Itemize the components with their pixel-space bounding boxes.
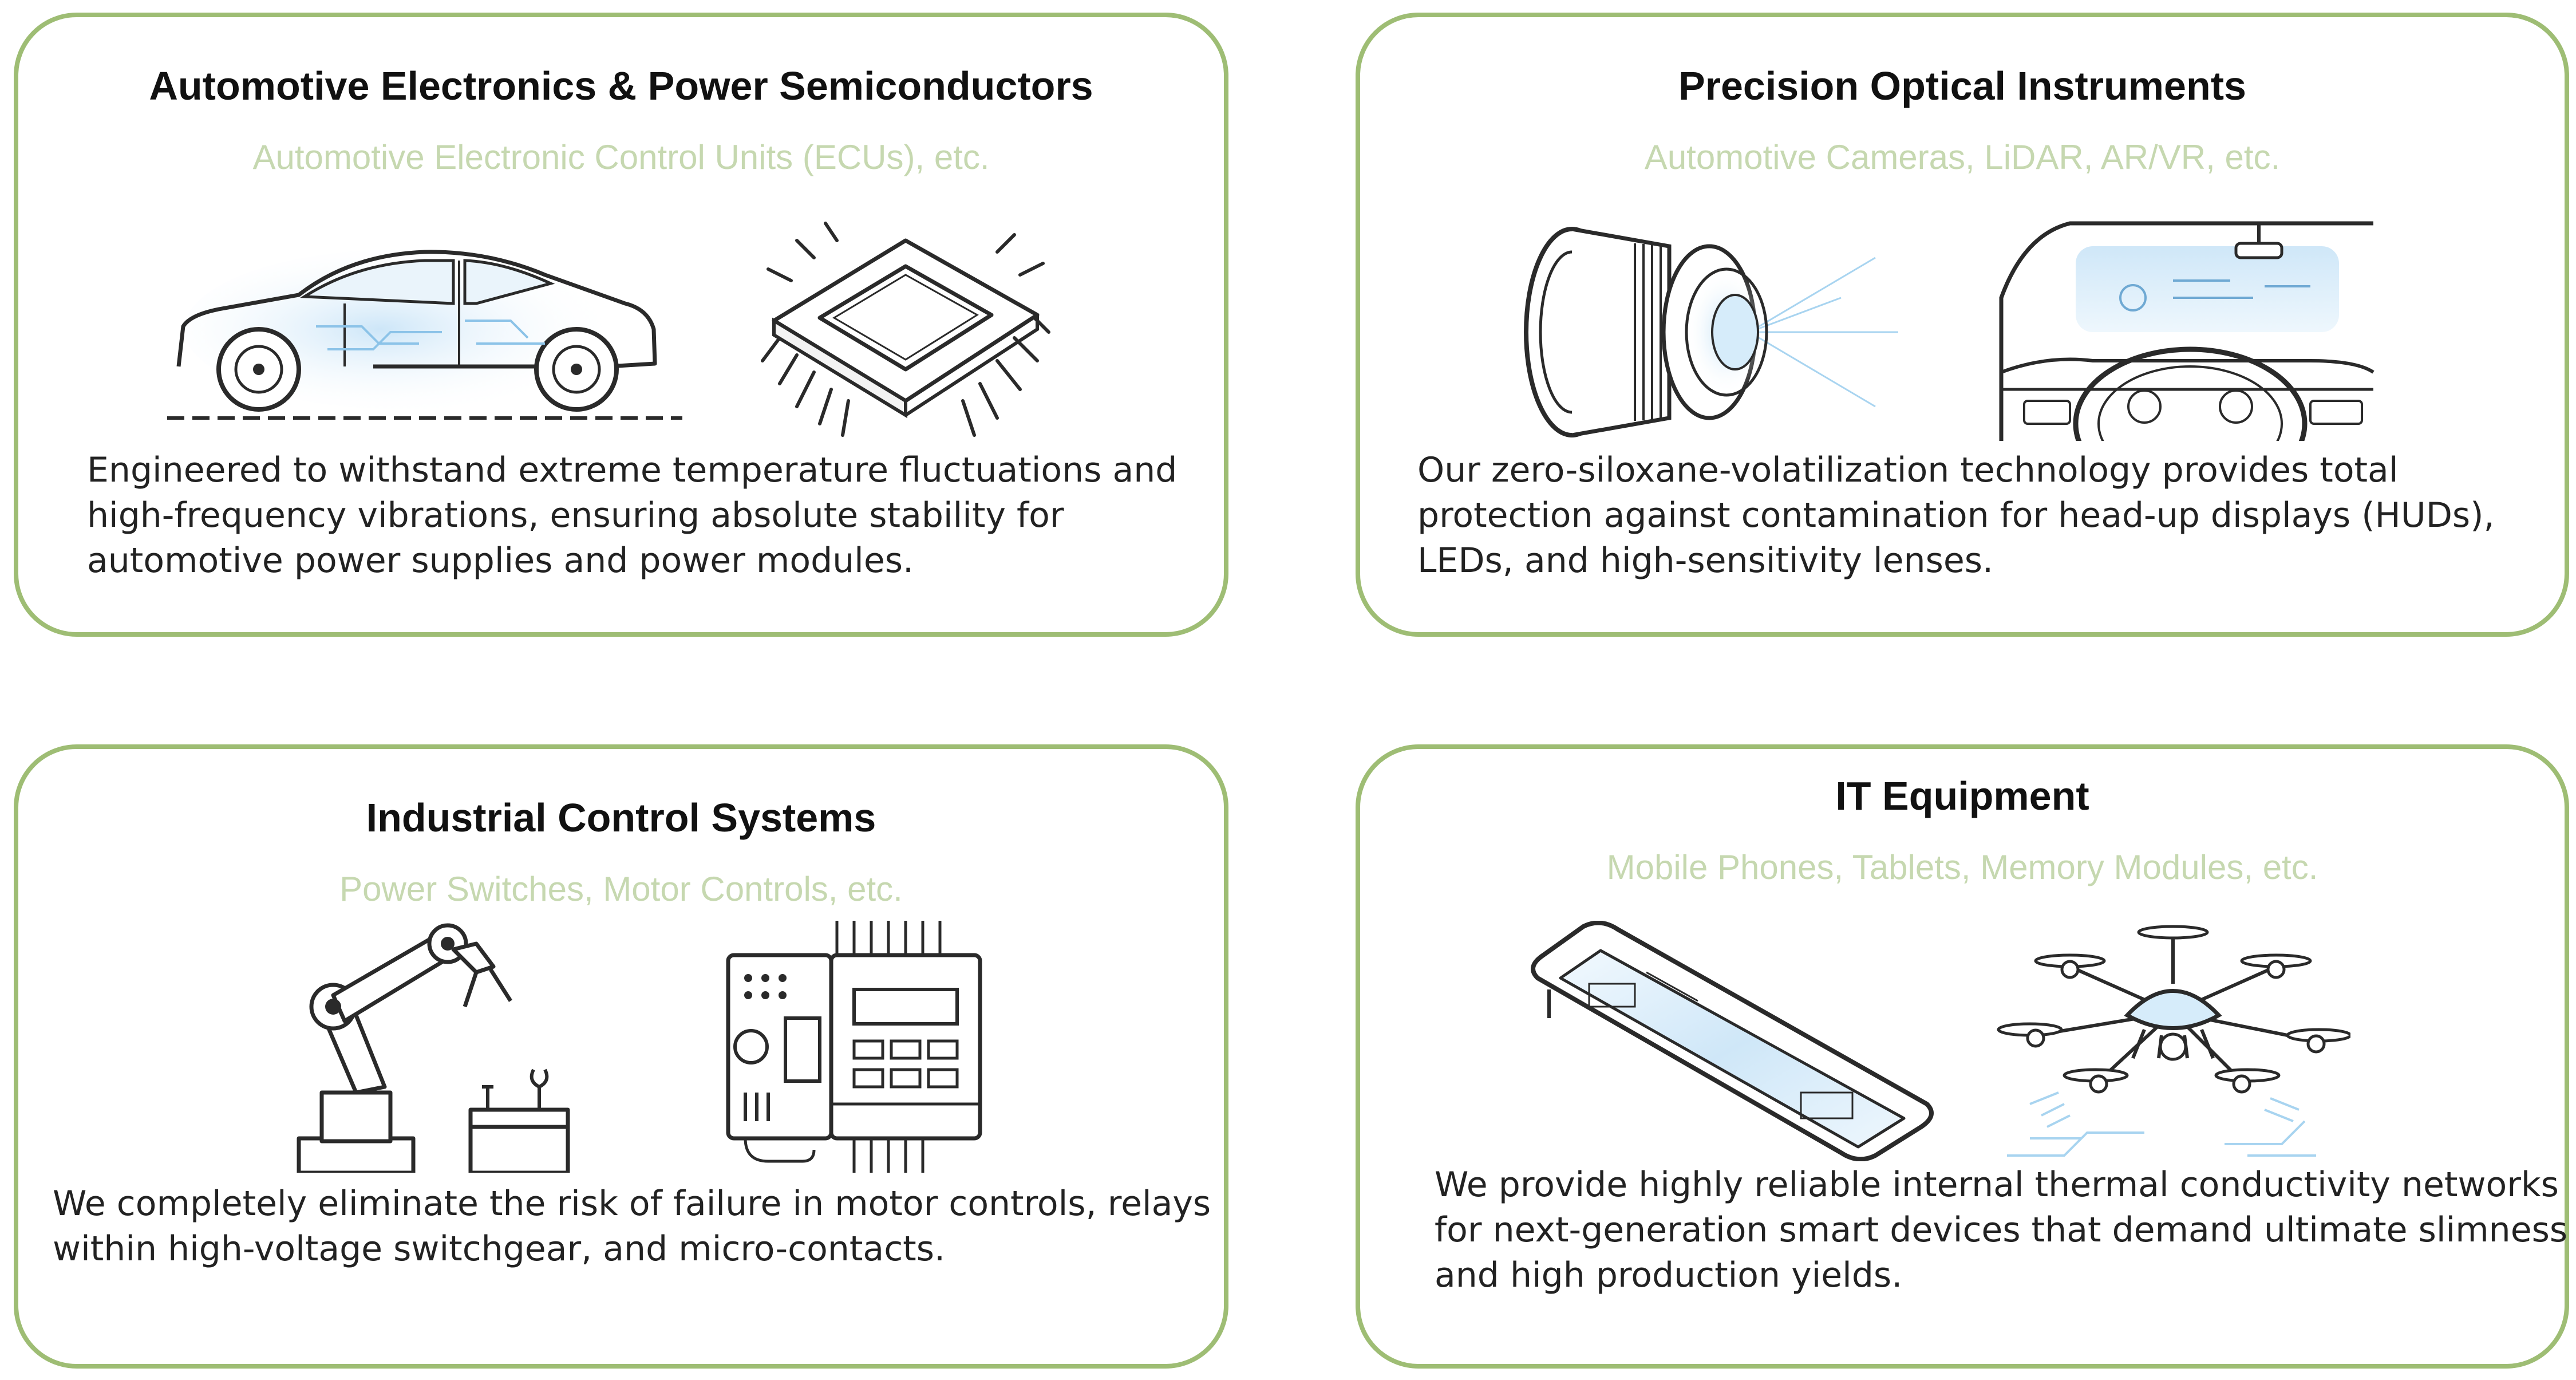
card-description: Our zero-siloxane-volatilization technol… <box>1417 448 2495 583</box>
control-panel-icon <box>717 921 991 1173</box>
card-title: Automotive Electronics & Power Semicondu… <box>149 64 1093 108</box>
description-line: and high production yields. <box>1435 1255 1903 1295</box>
description-line: for next-generation smart devices that d… <box>1435 1210 2568 1250</box>
card-automotive-electronics: Automotive Electronics & Power Semicondu… <box>14 13 1228 637</box>
camera-lens-icon <box>1520 223 1921 441</box>
card-title: Industrial Control Systems <box>366 795 876 840</box>
description-line: LEDs, and high-sensitivity lenses. <box>1417 541 1994 581</box>
card-description: We provide highly reliable internal ther… <box>1435 1162 2567 1298</box>
card-subtitle: Mobile Phones, Tablets, Memory Modules, … <box>1606 848 2318 886</box>
card-precision-optical: Precision Optical Instruments Automotive… <box>1356 13 2569 637</box>
chip-icon <box>757 218 1054 441</box>
description-line: Our zero-siloxane-volatilization technol… <box>1417 450 2399 490</box>
card-it-equipment: IT Equipment Mobile Phones, Tablets, Mem… <box>1356 744 2569 1369</box>
description-line: We completely eliminate the risk of fail… <box>53 1184 1211 1224</box>
car-dashboard-hud-icon <box>1990 212 2379 441</box>
description-line: within high-voltage switchgear, and micr… <box>53 1229 946 1269</box>
card-subtitle: Automotive Cameras, LiDAR, AR/VR, etc. <box>1644 138 2281 176</box>
description-line: We provide highly reliable internal ther… <box>1435 1165 2559 1205</box>
description-line: Engineered to withstand extreme temperat… <box>87 450 1178 490</box>
description-line: high-frequency vibrations, ensuring abso… <box>87 495 1064 535</box>
card-title: Precision Optical Instruments <box>1678 64 2246 108</box>
description-line: protection against contamination for hea… <box>1417 495 2495 535</box>
card-subtitle: Power Switches, Motor Controls, etc. <box>339 870 903 908</box>
car-icon <box>156 229 700 429</box>
card-description: Engineered to withstand extreme temperat… <box>87 448 1177 583</box>
card-description: We completely eliminate the risk of fail… <box>53 1181 1211 1272</box>
card-title: IT Equipment <box>1835 774 2089 818</box>
card-industrial-control: Industrial Control Systems Power Switche… <box>14 744 1228 1369</box>
smartphone-icon <box>1526 921 1938 1161</box>
robot-arm-icon <box>270 921 591 1173</box>
description-line: automotive power supplies and power modu… <box>87 541 914 581</box>
drone-icon <box>1996 915 2350 1167</box>
card-subtitle: Automotive Electronic Control Units (ECU… <box>252 138 990 176</box>
